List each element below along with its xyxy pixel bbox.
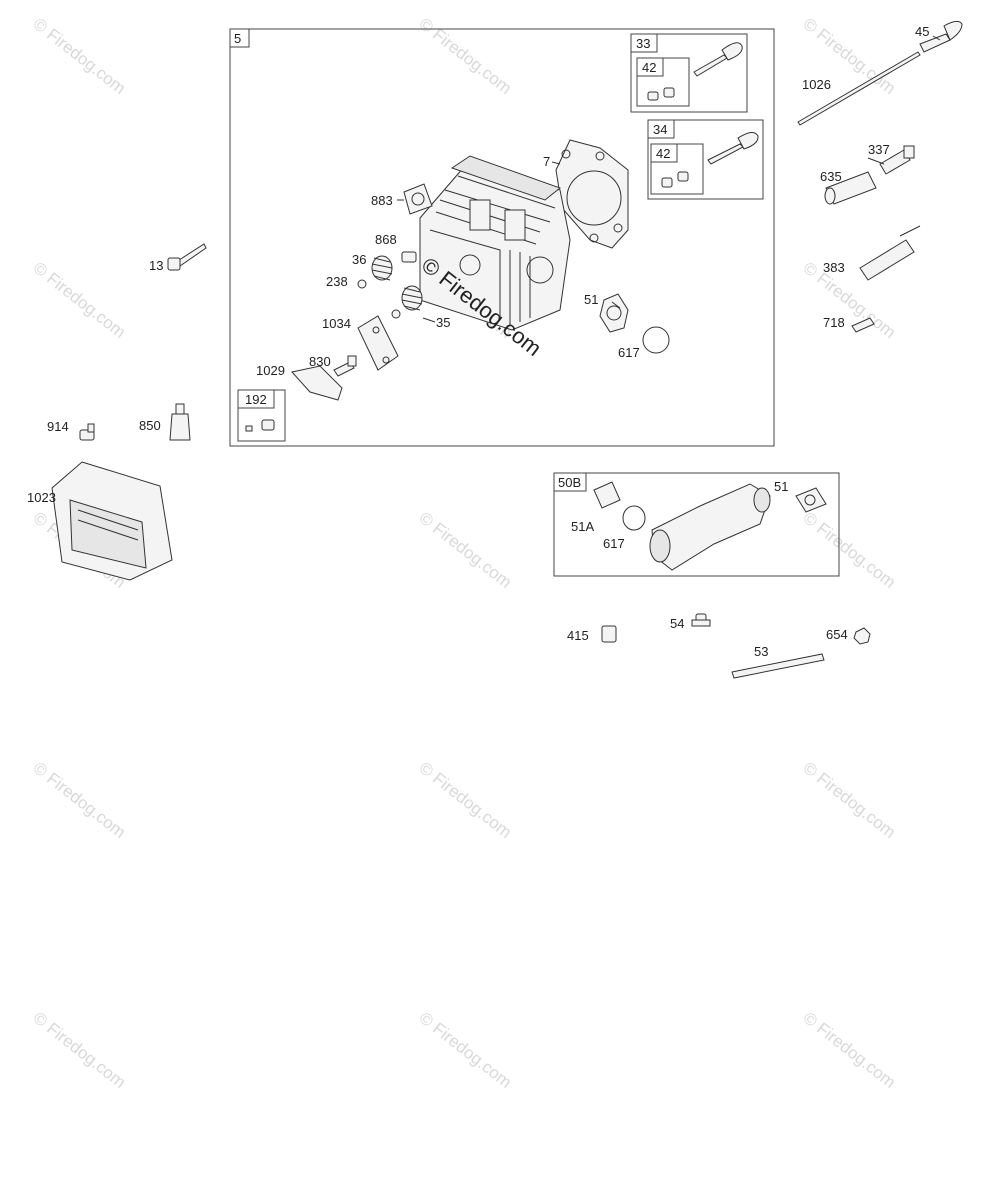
screw-914-icon [79,423,95,441]
valve-retainer-icon [357,251,417,319]
callout-51a: 51A [571,519,594,534]
callout-654: 654 [826,627,848,642]
watermark-tile: © Firedog.com [30,258,130,342]
o-ring-icon [642,326,670,354]
watermark-tile: © Firedog.com [30,758,130,842]
callout-51b: 51 [774,479,788,494]
breather-tube-icon [333,355,357,377]
exhaust-valve-45-icon [919,20,963,53]
box-label-42a: 42 [642,60,656,75]
exhaust-gasket-icon [599,293,629,333]
intake-gasket-51a-icon [593,481,621,509]
watermark-tile: © Firedog.com [800,1008,900,1092]
valve-spring-icon [401,285,423,311]
intake-valve-box: 34 42 [647,119,764,200]
callout-51: 51 [584,292,598,307]
callout-635: 635 [820,169,842,184]
watermark-tile: © Firedog.com [416,508,516,592]
cylinder-head-assembly-box: 5 [229,28,775,447]
valve-spring-icon [371,255,393,281]
callout-45: 45 [915,24,929,39]
box-label-42b: 42 [656,146,670,161]
head-gasket-icon [555,139,629,249]
screw-54-icon [691,613,711,627]
box-label-34: 34 [653,122,667,137]
head-bolt-icon [167,243,207,271]
callout-383: 383 [823,260,845,275]
callout-36: 36 [352,252,366,267]
rocker-shaft-icon [859,225,921,281]
callout-1034: 1034 [322,316,351,331]
callout-718: 718 [823,315,845,330]
exhaust-valve-icon [693,42,743,77]
callout-1029: 1029 [256,363,285,378]
spark-plug-boot-icon [824,171,877,205]
valve-cover-icon [51,461,173,581]
callout-830: 830 [309,354,331,369]
sealant-tube-icon [169,403,191,441]
callout-1023: 1023 [27,490,56,505]
callout-7: 7 [543,154,550,169]
callout-1026: 1026 [802,77,831,92]
box-label-33: 33 [636,36,650,51]
callout-617b: 617 [603,536,625,551]
callout-238: 238 [326,274,348,289]
box-label-192: 192 [245,392,267,407]
exhaust-valve-box: 33 42 [630,33,748,113]
callout-850: 850 [139,418,161,433]
nut-654-icon [853,627,871,645]
callout-883: 883 [371,193,393,208]
leader-lines [397,35,941,323]
watermark-tile: © Firedog.com [800,758,900,842]
callout-914: 914 [47,419,69,434]
callout-868: 868 [375,232,397,247]
callout-13: 13 [149,258,163,273]
intake-gasket-51b-icon [795,487,827,513]
plug-415-icon [601,625,617,643]
callout-415: 415 [567,628,589,643]
breather-gasket-icon [291,365,343,401]
intake-valve-icon [707,132,759,165]
watermark-tile: © Firedog.com [800,258,900,342]
breather-kit-box: 192 [237,389,286,442]
intake-gasket-icon [403,183,433,215]
watermark-tile: © Firedog.com [416,14,516,98]
callout-53: 53 [754,644,768,659]
intake-manifold-box: 50B [553,472,840,577]
breather-cover-icon [357,315,399,371]
callout-54: 54 [670,616,684,631]
box-label-50b: 50B [558,475,581,490]
watermark-tile: © Firedog.com [416,1008,516,1092]
callout-labels: 45 1026 337 635 383 718 7 883 868 36 238… [27,24,929,659]
callout-617: 617 [618,345,640,360]
cylinder-head-icon [419,155,571,331]
valve-keeper-icon [647,87,675,101]
spark-plug-icon [879,145,915,175]
watermark-tile: © Firedog.com [30,1008,130,1092]
valve-keeper-icon [661,171,689,188]
callout-35: 35 [436,315,450,330]
o-ring-617b-icon [622,505,646,531]
watermark-tile: © Firedog.com [416,758,516,842]
box-label-main: 5 [234,31,241,46]
watermark-tile: © Firedog.com [30,14,130,98]
push-rod-icon [797,51,921,126]
watermark-tile: © Firedog.com [800,508,900,592]
stud-53-icon [731,653,825,679]
intake-manifold-icon [649,483,771,571]
callout-337: 337 [868,142,890,157]
breather-screw-icon [245,419,275,432]
pin-icon [851,317,875,333]
